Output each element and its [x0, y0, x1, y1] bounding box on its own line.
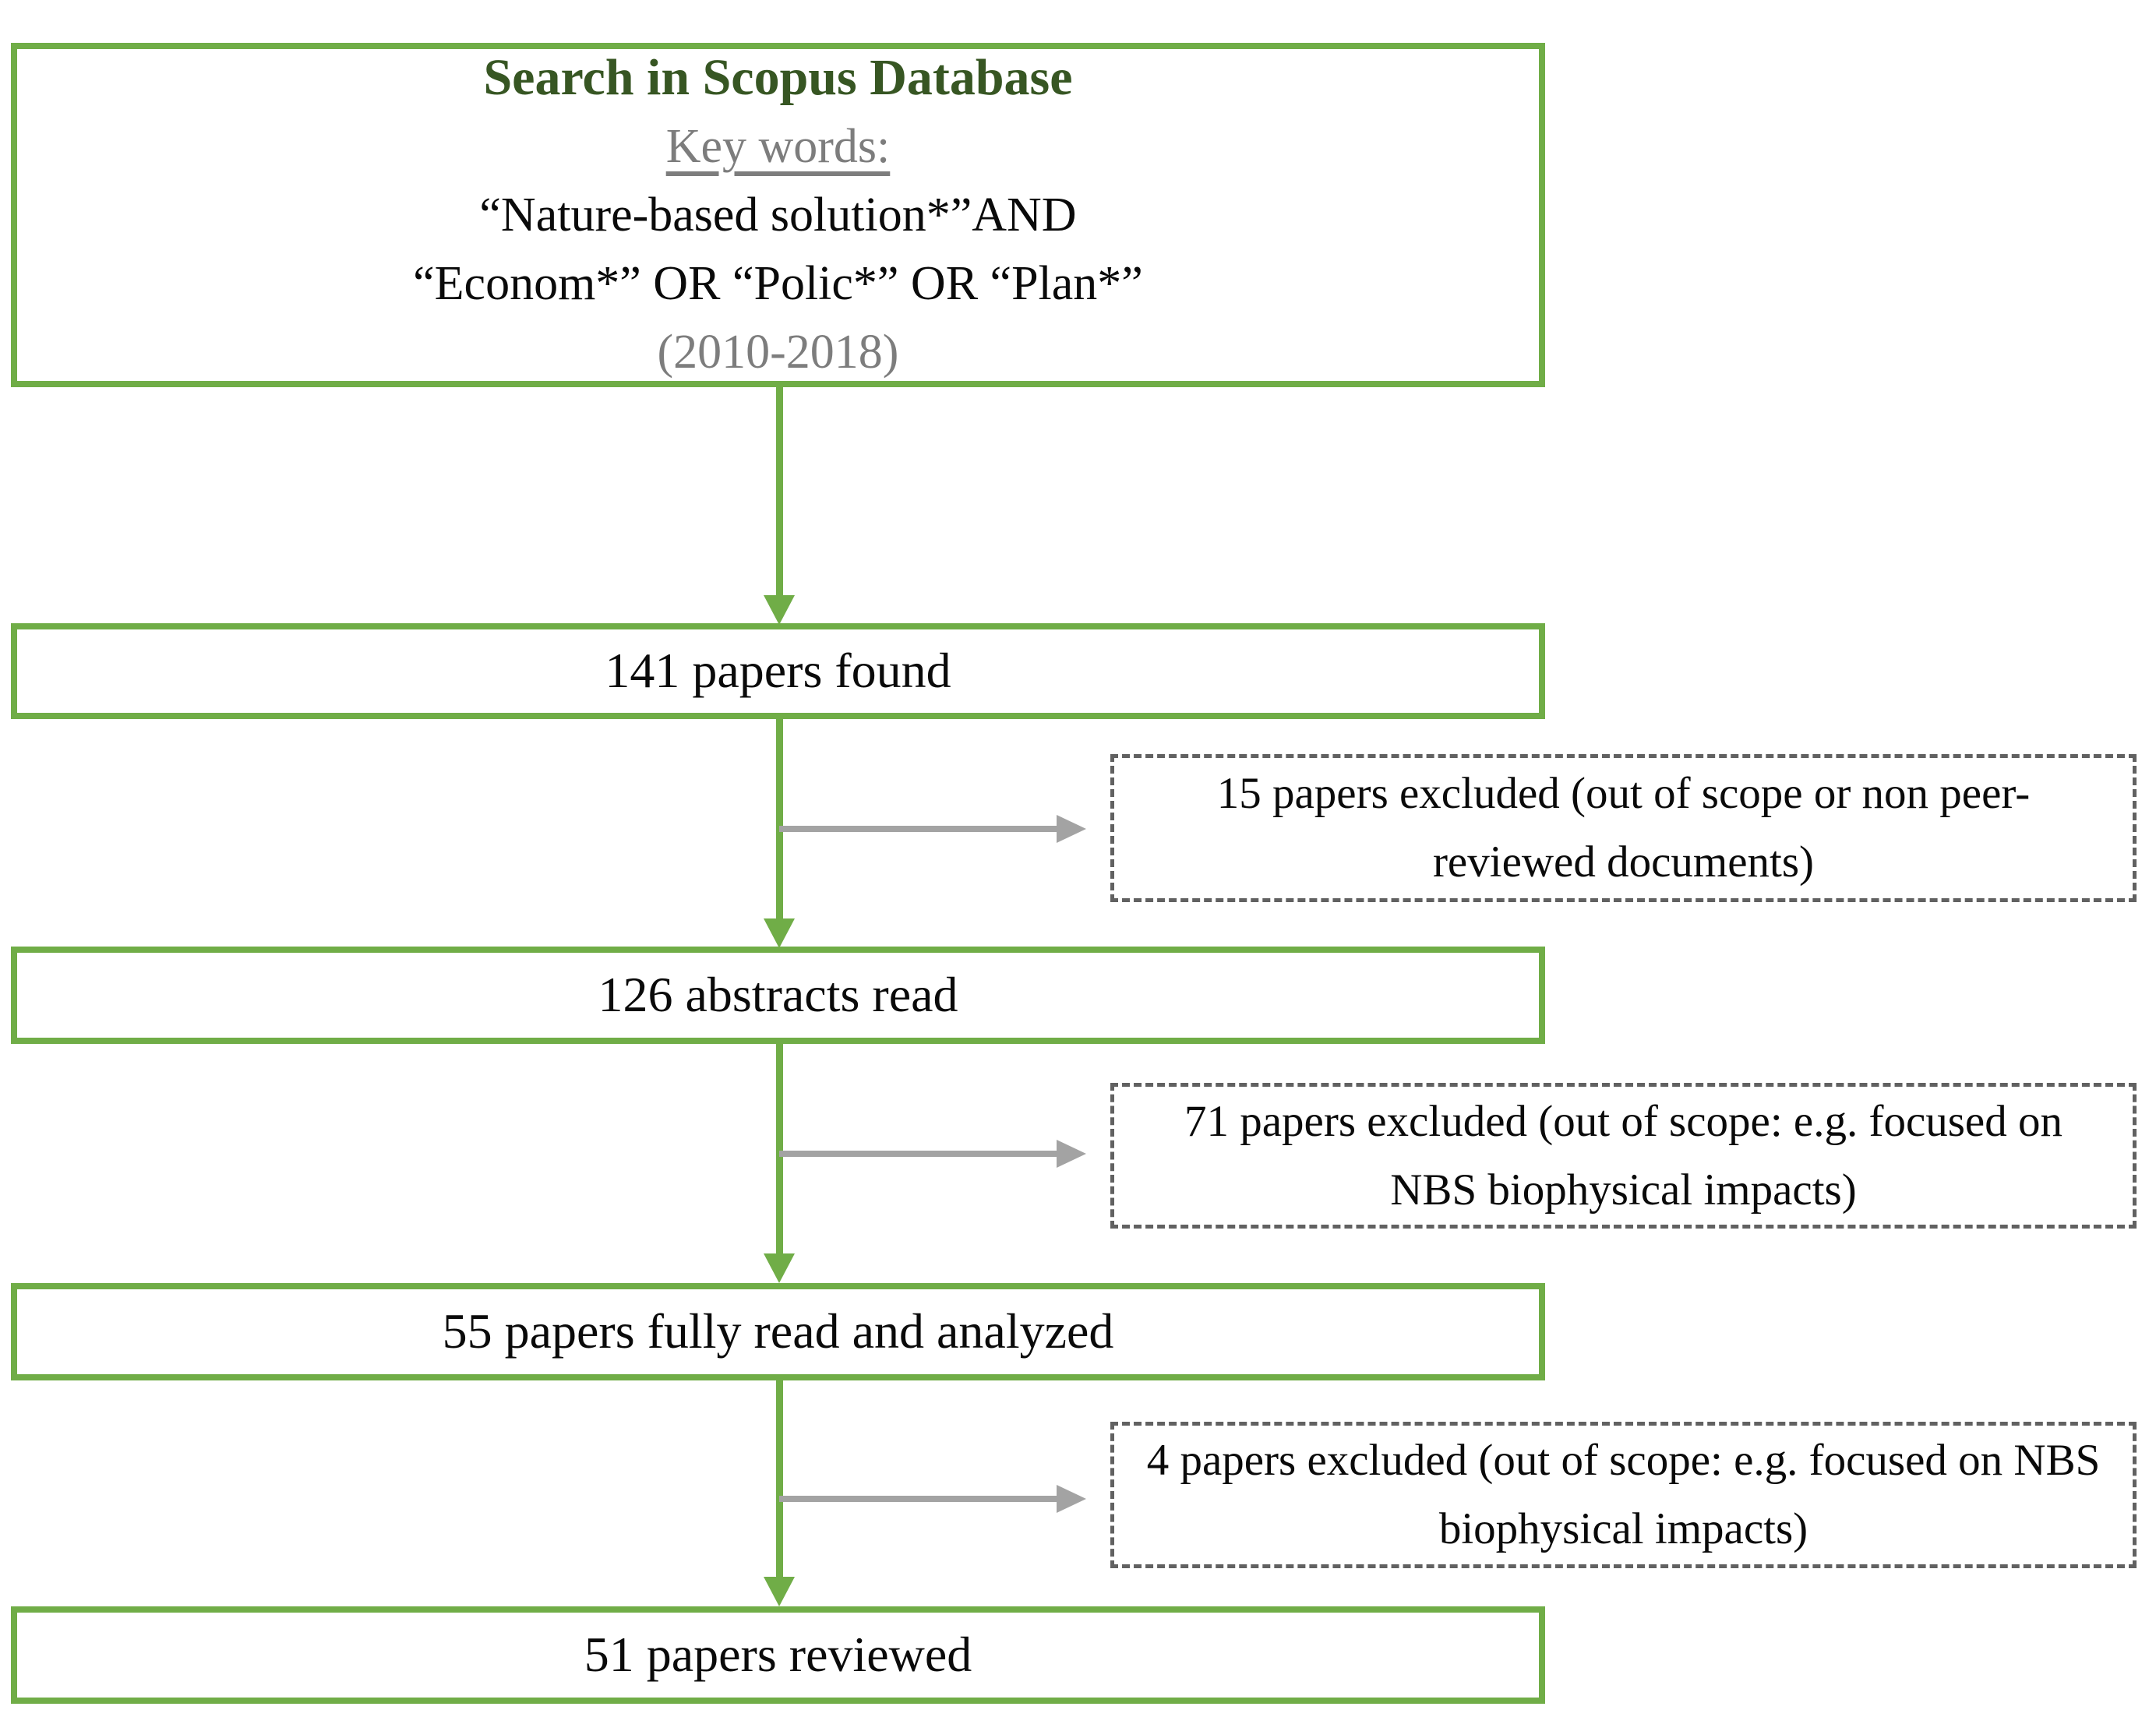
- branch-arrowhead-icon-2: [1057, 1140, 1086, 1168]
- down-arrowhead-icon-4: [764, 1577, 795, 1606]
- step-box-papers-found: 141 papers found: [11, 623, 1545, 719]
- exclusion-box-4-papers: 4 papers excluded (out of scope: e.g. fo…: [1110, 1422, 2137, 1568]
- down-connector-line-3: [776, 1044, 783, 1255]
- step-box-abstracts-read: 126 abstracts read: [11, 947, 1545, 1044]
- exclusion-box-71-papers: 71 papers excluded (out of scope: e.g. f…: [1110, 1083, 2137, 1229]
- source-year-range: (2010-2018): [657, 326, 899, 379]
- exclusion-label-71-papers: 71 papers excluded (out of scope: e.g. f…: [1184, 1096, 2062, 1215]
- down-connector-line-1: [776, 387, 783, 597]
- down-arrowhead-icon-3: [764, 1253, 795, 1283]
- branch-arrowhead-icon-3: [1057, 1485, 1086, 1513]
- exclusion-label-15-papers: 15 papers excluded (out of scope or non …: [1216, 769, 2031, 887]
- down-connector-line-2: [776, 719, 783, 920]
- source-keywords-label: Key words:: [665, 120, 891, 173]
- step-label-papers-found: 141 papers found: [605, 643, 951, 699]
- step-box-fully-read: 55 papers fully read and analyzed: [11, 1283, 1545, 1380]
- exclusion-box-15-papers: 15 papers excluded (out of scope or non …: [1110, 754, 2137, 902]
- step-label-papers-reviewed: 51 papers reviewed: [584, 1627, 972, 1683]
- source-query-line-2: “Econom*” OR “Polic*” OR “Plan*”: [413, 257, 1143, 310]
- search-source-content: Search in Scopus Database Key words: “Na…: [17, 44, 1539, 386]
- branch-arrowhead-icon-1: [1057, 815, 1086, 843]
- down-connector-line-4: [776, 1380, 783, 1578]
- source-query-line-1: “Nature-based solution*”AND: [479, 189, 1077, 242]
- source-title: Search in Scopus Database: [483, 49, 1073, 106]
- step-box-papers-reviewed: 51 papers reviewed: [11, 1606, 1545, 1704]
- branch-connector-line-3: [779, 1496, 1057, 1502]
- search-source-box: Search in Scopus Database Key words: “Na…: [11, 43, 1545, 387]
- branch-connector-line-1: [779, 826, 1057, 832]
- exclusion-label-4-papers: 4 papers excluded (out of scope: e.g. fo…: [1146, 1436, 2101, 1553]
- step-label-fully-read: 55 papers fully read and analyzed: [442, 1303, 1114, 1359]
- down-arrowhead-icon-2: [764, 918, 795, 948]
- branch-connector-line-2: [779, 1151, 1057, 1157]
- step-label-abstracts-read: 126 abstracts read: [598, 967, 958, 1023]
- down-arrowhead-icon-1: [764, 595, 795, 625]
